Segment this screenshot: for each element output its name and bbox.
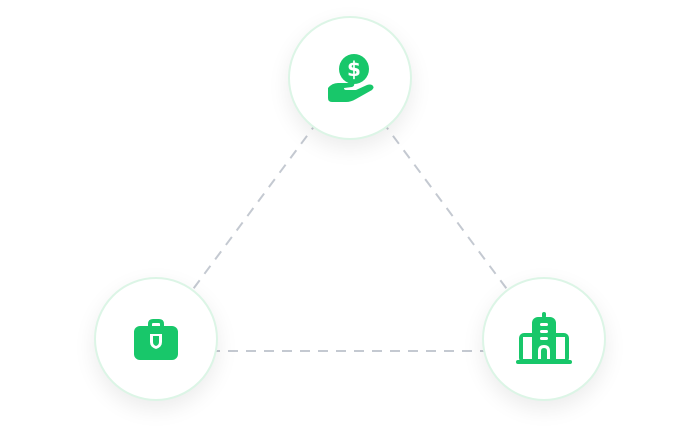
building-icon: [516, 312, 572, 364]
node-payment: $: [288, 16, 412, 140]
briefcase-icon: [134, 319, 178, 360]
svg-text:$: $: [347, 57, 361, 81]
hand-holding-dollar-icon: $: [328, 54, 374, 102]
node-company: [482, 277, 606, 401]
node-business: [94, 277, 218, 401]
